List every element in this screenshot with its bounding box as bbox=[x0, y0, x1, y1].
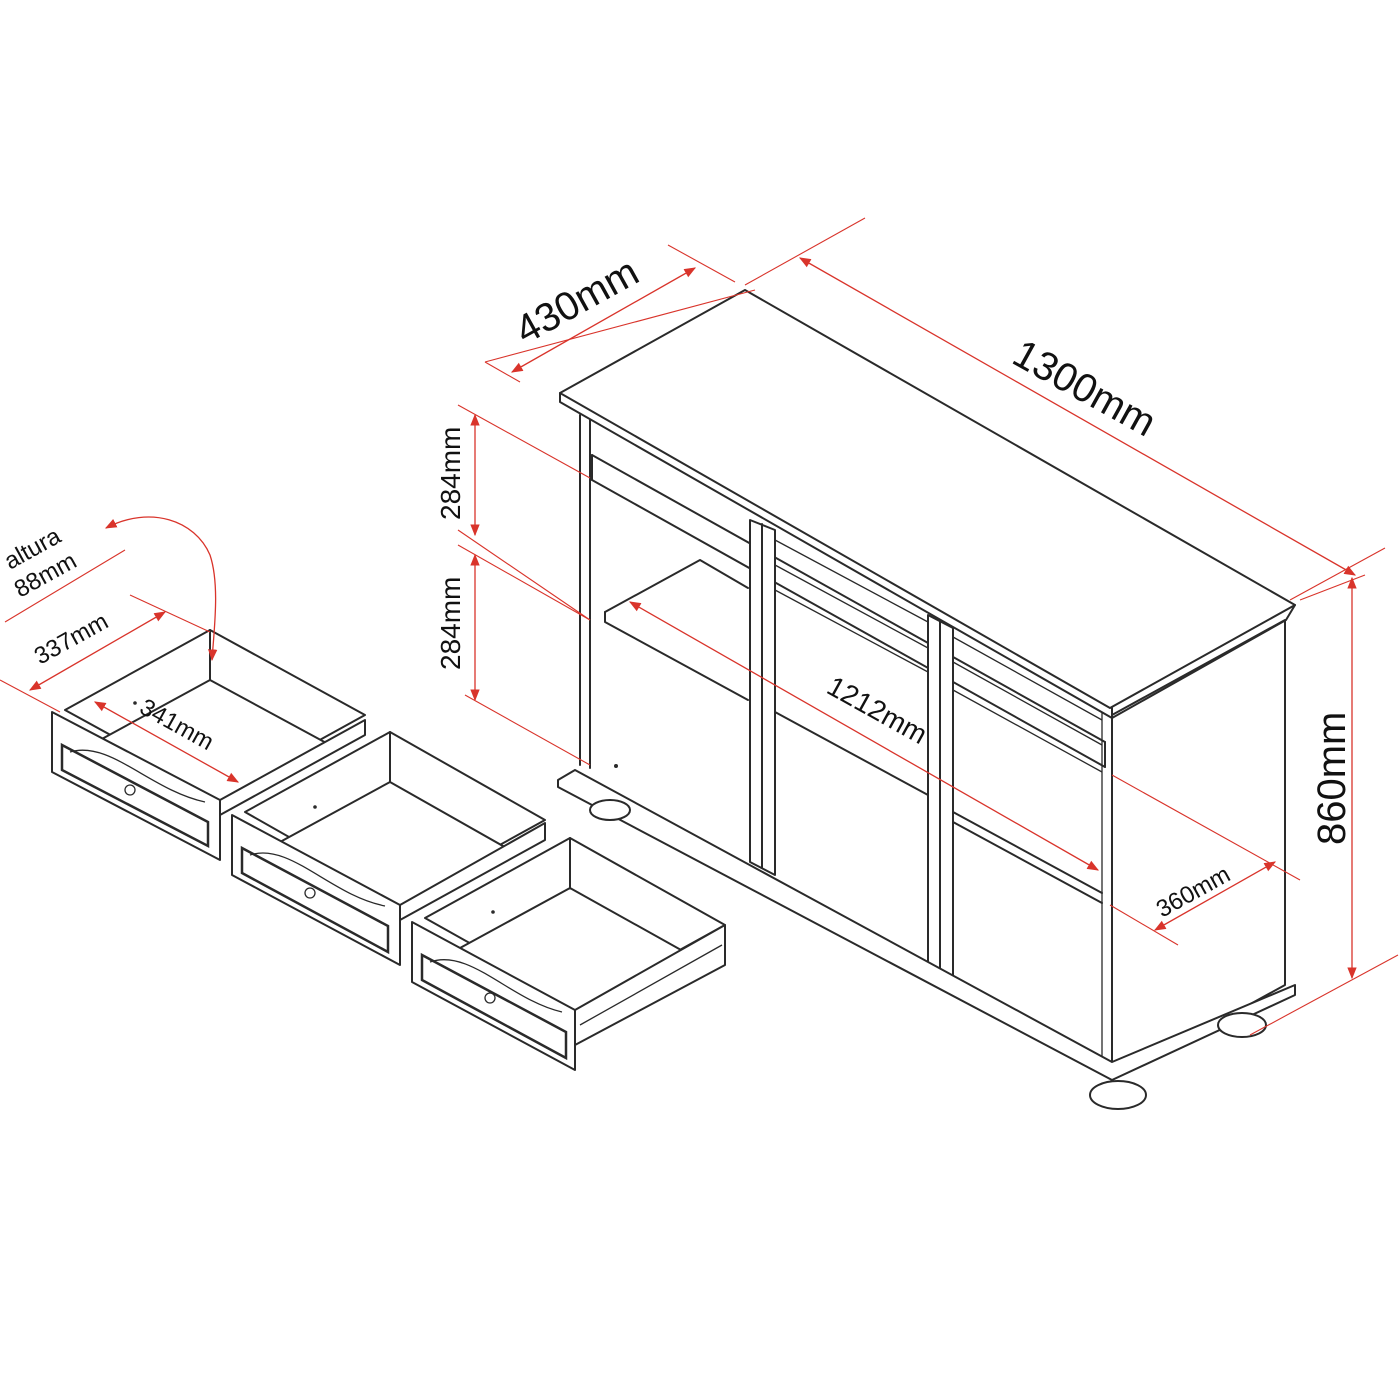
dim-line-width bbox=[798, 257, 1357, 576]
label-lower-height: 284mm bbox=[435, 577, 466, 670]
dim-arrow-drawer-height bbox=[104, 516, 218, 662]
drawer-2-front-panel bbox=[240, 845, 390, 955]
label-upper-height: 284mm bbox=[435, 427, 466, 520]
drawer-2 bbox=[231, 731, 546, 966]
drawer-3 bbox=[411, 837, 726, 1071]
label-height: 860mm bbox=[1310, 712, 1354, 845]
label-drawer-width: 337mm bbox=[30, 608, 113, 670]
dim-line-inner-depth bbox=[1153, 861, 1277, 931]
label-inner-width: 1212mm bbox=[822, 670, 932, 750]
dim-line-depth bbox=[510, 267, 697, 373]
middle-shelf bbox=[604, 559, 749, 613]
dim-line-inner-width bbox=[628, 601, 1100, 871]
sideboard-feet bbox=[589, 799, 1267, 1110]
drawer-3-front-panel bbox=[420, 952, 568, 1061]
dimension-lines bbox=[0, 217, 1399, 1036]
dim-line-drawer-depth bbox=[93, 701, 240, 783]
